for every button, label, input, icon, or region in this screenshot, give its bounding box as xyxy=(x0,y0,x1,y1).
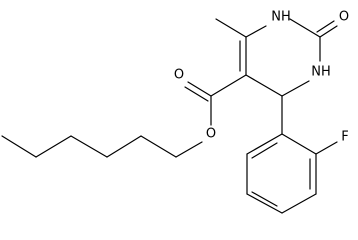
bond-n1-c2 xyxy=(289,18,321,38)
bond-hexyl-4 xyxy=(35,135,72,158)
atom-label-fluorine: F xyxy=(341,130,348,145)
bond-c2-o xyxy=(319,25,338,38)
bond-ar-6 xyxy=(246,133,283,155)
bond-hexyl-3 xyxy=(70,135,108,158)
atom-label-carbonyl-oxygen: O xyxy=(339,10,349,25)
bond-c6-methyl xyxy=(215,18,247,38)
structure-canvas: NH NH O O O F xyxy=(1,10,349,214)
atom-label-ester-carbonyl-oxygen: O xyxy=(174,68,184,83)
bond-c5-ester-c xyxy=(210,74,247,97)
bond-ar-1 xyxy=(281,133,317,155)
bond-ar-inner-2 xyxy=(251,191,278,207)
atom-label-nh-top: NH xyxy=(271,10,291,25)
atom-label-ester-oxygen: O xyxy=(206,127,216,142)
bond-c6-n1 xyxy=(245,25,267,38)
bond-ar-f xyxy=(315,141,338,155)
bond-ar-inner-3 xyxy=(251,142,278,159)
bond-ar-4 xyxy=(246,193,283,214)
bond-c4-c5 xyxy=(245,74,283,97)
bond-o-ch2 xyxy=(175,141,203,158)
bond-n3-c4 xyxy=(281,80,310,97)
bond-hexyl-1 xyxy=(140,135,177,158)
molecule-structure: NH NH O O O F xyxy=(1,10,349,214)
bond-hexyl-5 xyxy=(1,135,37,158)
bond-ester-c-o-double-2 xyxy=(184,86,209,102)
atom-label-nh-bottom: NH xyxy=(311,65,331,80)
bond-ester-c-o-double-1 xyxy=(187,81,212,97)
bond-hexyl-2 xyxy=(106,135,142,158)
bond-ar-3 xyxy=(281,193,317,214)
bond-c2-o-double xyxy=(316,20,335,33)
